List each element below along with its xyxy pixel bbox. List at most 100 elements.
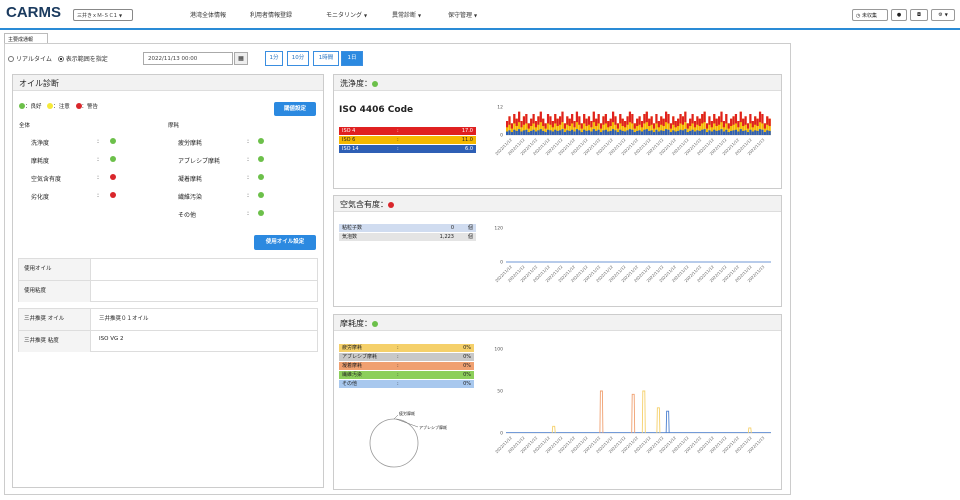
table-row: 三井推奨 粘度 ISO VG 2 bbox=[19, 331, 317, 352]
bar bbox=[655, 114, 658, 124]
bar bbox=[525, 129, 528, 135]
nav-item-user-register[interactable]: 利用者情報登録 bbox=[250, 12, 293, 19]
bar bbox=[718, 116, 721, 135]
nav-item-port-info[interactable]: 港湾全体情報 bbox=[190, 12, 227, 19]
nav-item-maintenance[interactable]: 保守管理▼ bbox=[448, 12, 478, 19]
bar bbox=[744, 130, 747, 135]
bar bbox=[624, 121, 627, 128]
bar bbox=[730, 130, 733, 135]
bar bbox=[715, 118, 718, 135]
bar bbox=[730, 118, 733, 127]
bar bbox=[705, 123, 709, 135]
bar bbox=[727, 132, 730, 135]
bar bbox=[734, 114, 738, 135]
bar bbox=[715, 130, 718, 135]
threshold-settings-button[interactable]: 閾値設定 bbox=[274, 102, 316, 116]
machine-select[interactable]: 三井きｘＭ-ＳＣ1▼ bbox=[73, 9, 133, 21]
bar bbox=[766, 116, 769, 125]
bar bbox=[556, 118, 559, 135]
bar bbox=[761, 114, 764, 124]
range-1hour-button[interactable]: 1時間 bbox=[313, 51, 339, 66]
bar bbox=[710, 121, 713, 135]
calendar-button[interactable]: ▦ bbox=[234, 52, 248, 65]
bar bbox=[573, 121, 576, 135]
bar bbox=[583, 129, 586, 135]
logo: CARMS bbox=[6, 4, 61, 21]
bar bbox=[621, 118, 624, 127]
bar bbox=[679, 114, 682, 124]
nav-item-diagnosis[interactable]: 異常診断▼ bbox=[392, 12, 422, 19]
bar bbox=[619, 114, 622, 135]
fatigue-status-icon bbox=[258, 138, 264, 144]
bar bbox=[701, 114, 704, 135]
tab-main-report[interactable]: 主要成通報 bbox=[4, 33, 48, 43]
bar bbox=[534, 121, 538, 135]
wear-panel: 摩耗度： 疲労摩耗:0% アブレシブ摩耗:0% 凝着摩耗:0% 繊維汚染:0% … bbox=[333, 314, 782, 490]
bar bbox=[626, 116, 629, 125]
bar bbox=[698, 118, 701, 135]
chevron-down-icon: ▼ bbox=[474, 13, 478, 18]
bar bbox=[522, 116, 526, 125]
bar bbox=[725, 114, 728, 124]
range-1day-button[interactable]: 1日 bbox=[341, 51, 363, 66]
settings-button[interactable]: ⚙▼ bbox=[931, 9, 955, 21]
bar bbox=[744, 116, 747, 135]
bar bbox=[559, 130, 562, 135]
bar bbox=[763, 132, 766, 135]
bar bbox=[650, 116, 653, 125]
bar bbox=[631, 114, 634, 124]
bar bbox=[592, 129, 595, 135]
bar bbox=[578, 130, 581, 135]
uncollected-button[interactable]: ◷ 未収集 bbox=[852, 9, 888, 21]
nav-item-monitoring[interactable]: モニタリング▼ bbox=[326, 12, 368, 19]
radio-icon bbox=[8, 56, 14, 62]
bar bbox=[754, 116, 757, 125]
bar bbox=[657, 131, 660, 135]
bar bbox=[571, 129, 574, 135]
bar bbox=[660, 116, 663, 125]
realtime-radio[interactable]: リアルタイム bbox=[8, 56, 52, 63]
bar bbox=[691, 114, 694, 124]
bar bbox=[573, 131, 576, 135]
chat-button[interactable]: ◘ bbox=[910, 9, 928, 21]
bar bbox=[669, 123, 672, 135]
bar bbox=[518, 111, 521, 123]
wear-row-fatigue: 疲労摩耗:0% bbox=[339, 344, 474, 352]
bar bbox=[525, 114, 528, 135]
wear-status-icon bbox=[110, 156, 116, 162]
bar bbox=[746, 132, 750, 135]
range-1min-button[interactable]: 1分 bbox=[265, 51, 283, 66]
bar bbox=[686, 123, 689, 135]
other-status-icon bbox=[258, 210, 264, 216]
range-10min-button[interactable]: 10分 bbox=[287, 51, 309, 66]
bar bbox=[677, 118, 680, 135]
bar bbox=[554, 114, 557, 135]
bar bbox=[520, 121, 523, 135]
bar bbox=[691, 129, 694, 135]
bar bbox=[612, 111, 615, 135]
range-radio[interactable]: 表示範囲を指定 bbox=[57, 56, 108, 63]
degradation-status-icon bbox=[110, 192, 116, 198]
bar bbox=[722, 131, 725, 135]
bar bbox=[725, 129, 728, 135]
bar bbox=[686, 132, 689, 135]
bar bbox=[616, 123, 619, 129]
bar bbox=[725, 114, 728, 135]
bar bbox=[669, 123, 672, 129]
oil-settings-button[interactable]: 使用オイル設定 bbox=[254, 235, 316, 250]
date-input[interactable]: 2022/11/13 00:00 bbox=[143, 52, 233, 65]
info-button[interactable]: ● bbox=[891, 9, 907, 21]
bar bbox=[650, 116, 653, 135]
bar bbox=[597, 114, 600, 135]
good-status-icon bbox=[19, 103, 25, 109]
status-legend: ：良好 ：注意 ：警告 bbox=[19, 102, 98, 110]
iso6-row: ISO 6:11.0 bbox=[339, 136, 476, 144]
wear-item-abrasive: アブレシブ摩耗 bbox=[178, 158, 221, 165]
bar bbox=[739, 111, 742, 135]
bar bbox=[751, 121, 754, 128]
bar bbox=[587, 130, 591, 135]
bar bbox=[609, 118, 612, 135]
bar bbox=[595, 118, 598, 135]
